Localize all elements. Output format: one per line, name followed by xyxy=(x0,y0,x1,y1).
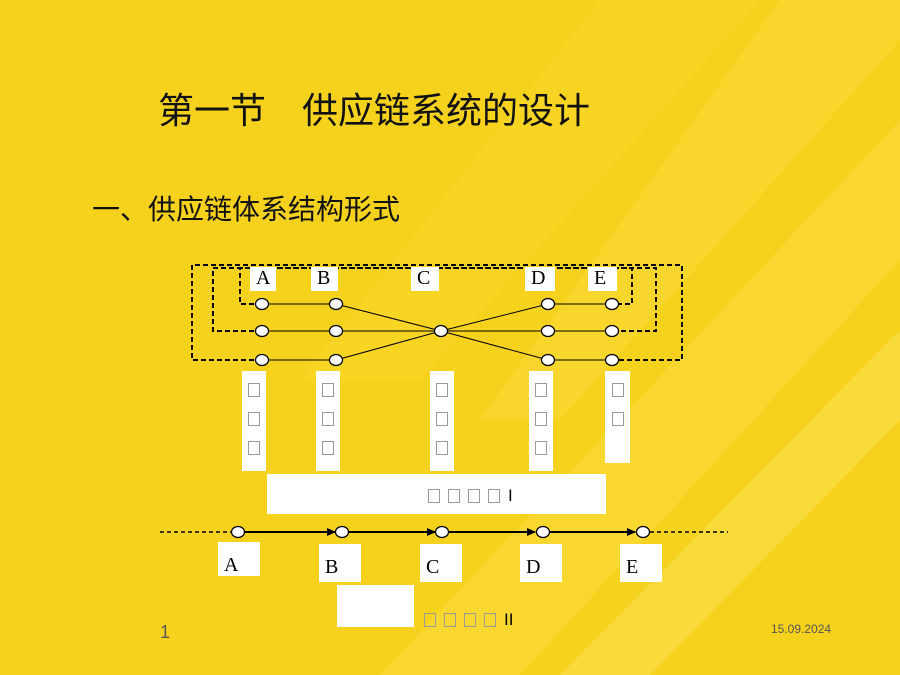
network-label-b: B xyxy=(311,267,338,291)
model-one-bar-left xyxy=(267,474,417,514)
chain-label-b: B xyxy=(319,544,361,582)
vertical-label-c xyxy=(430,371,454,471)
chain-arrow-b xyxy=(327,528,336,536)
model-one-numeral: I xyxy=(508,486,513,505)
dashed-frame-middle xyxy=(212,267,657,332)
node-b1 xyxy=(328,297,344,311)
model-one-bar xyxy=(414,474,606,514)
model-two-label: II xyxy=(424,610,513,629)
chain-node-c xyxy=(434,525,450,539)
chain-label-c: C xyxy=(420,544,462,582)
node-d3 xyxy=(540,353,556,367)
link-b3-c xyxy=(335,330,442,361)
chain-label-e: E xyxy=(620,544,662,582)
dashed-frame-inner xyxy=(239,267,633,305)
node-a2 xyxy=(254,324,270,338)
chain-node-a xyxy=(230,525,246,539)
chain-label-d: D xyxy=(520,544,562,582)
network-label-d: D xyxy=(525,267,555,291)
node-c xyxy=(433,324,449,338)
node-b3 xyxy=(328,353,344,367)
chain-node-e xyxy=(635,525,651,539)
node-b2 xyxy=(328,324,344,338)
network-label-e: E xyxy=(588,267,617,291)
vertical-label-d xyxy=(529,371,553,471)
network-label-c: C xyxy=(411,267,439,291)
chain-node-d xyxy=(535,525,551,539)
node-e1 xyxy=(604,297,620,311)
page-number: 1 xyxy=(160,622,171,642)
link-b1-c xyxy=(335,303,442,332)
dashed-frame-outer xyxy=(191,264,683,361)
model-two-bar xyxy=(337,585,414,627)
link-c-d1 xyxy=(440,303,549,332)
slide-subtitle: 一、供应链体系结构形式 xyxy=(92,193,401,226)
chain-label-a: A xyxy=(218,542,260,576)
chain-arrow-e xyxy=(627,528,636,536)
slide-date: 15.09.2024 xyxy=(771,622,832,636)
vertical-label-a xyxy=(242,371,266,471)
model-one-label: I xyxy=(428,486,513,505)
chain-arrow-d xyxy=(527,528,536,536)
vertical-label-e xyxy=(605,371,630,463)
node-d1 xyxy=(540,297,556,311)
node-e2 xyxy=(604,324,620,338)
network-label-a: A xyxy=(250,267,276,291)
node-e3 xyxy=(604,353,620,367)
link-c-d3 xyxy=(440,330,549,361)
node-a3 xyxy=(254,353,270,367)
chain-arrow-c xyxy=(427,528,436,536)
node-a1 xyxy=(254,297,270,311)
slide-title: 第一节 供应链系统的设计 xyxy=(158,91,591,132)
node-d2 xyxy=(540,324,556,338)
vertical-label-b xyxy=(316,371,340,471)
chain-node-b xyxy=(334,525,350,539)
model-two-numeral: II xyxy=(504,610,514,629)
